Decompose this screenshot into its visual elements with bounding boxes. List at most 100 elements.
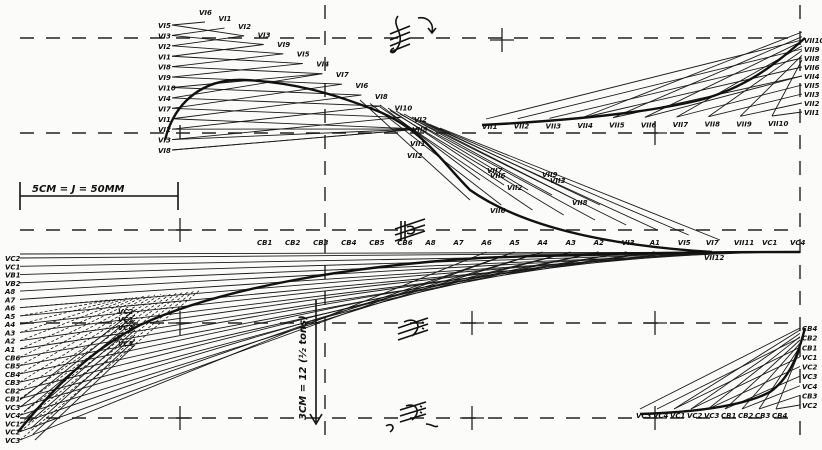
thread-label: CB2 [802, 335, 817, 343]
thread-label: A6 [4, 305, 15, 313]
thread-label: VII10 [768, 120, 788, 128]
viola-clef-icon [394, 218, 426, 242]
thread-line [429, 124, 689, 236]
thread-label: CB4 [341, 239, 356, 247]
thread-line [549, 57, 803, 119]
thread-label: VI7 [158, 105, 171, 113]
thread-label: VII9 [736, 120, 752, 128]
thread-label: VI5 [297, 51, 310, 59]
thread-label: VI3 [158, 137, 171, 145]
thread-line [171, 105, 381, 130]
thread-line [19, 251, 543, 416]
thread-line [771, 111, 803, 117]
thread-label: CB1 [5, 396, 20, 404]
thread-label: VC4 [118, 324, 134, 332]
thread-line [387, 107, 505, 186]
thread-line [19, 298, 122, 325]
thread-label: CB4 [772, 412, 787, 420]
main-envelope-curve [17, 250, 801, 433]
thread-label: VC3 [5, 404, 21, 412]
thread-label: VII6 [490, 207, 506, 215]
thread-label: VII6 [641, 121, 657, 129]
thread-line [171, 21, 206, 26]
thread-label: VC1 [762, 239, 778, 247]
thread-line [19, 295, 150, 366]
thread-label: A7 [4, 296, 15, 304]
thread-line [581, 66, 803, 119]
thread-label: VC1 [802, 354, 818, 362]
thread-line [171, 128, 421, 151]
thread-line [19, 297, 133, 342]
thread-label: VII8 [412, 126, 428, 134]
vertical-scale-label: 3CM = 12 (½ tons) [297, 315, 309, 420]
cross-mark [168, 218, 192, 242]
thread-label: VI8 [158, 64, 171, 72]
thread-line [171, 45, 284, 55]
thread-label: A1 [4, 346, 15, 354]
thread-line [171, 27, 225, 36]
thread-label: CB3 [802, 392, 817, 400]
thread-line [741, 343, 801, 410]
thread-line [171, 83, 342, 109]
thread-line [19, 298, 116, 317]
cross-mark [643, 121, 667, 145]
thread-line [19, 251, 599, 383]
thread-line [771, 59, 803, 117]
thread-line [758, 394, 801, 410]
thread-label: VII8 [572, 199, 588, 207]
thread-label: A4 [537, 239, 548, 247]
thread-label: VII8 [704, 121, 720, 129]
thread-label: CB2 [738, 412, 753, 420]
thread-line [673, 329, 801, 410]
thread-line [708, 50, 803, 118]
thread-line [676, 84, 803, 118]
thread-label: VI3 [158, 32, 171, 40]
thread-label: VI9 [158, 74, 171, 82]
thread-line [19, 251, 767, 275]
thread-label: A8 [424, 239, 435, 247]
cross-mark [168, 406, 192, 430]
thread-line [403, 113, 553, 196]
thread-label: VI10 [394, 104, 412, 112]
thread-label: VC2 [5, 255, 21, 263]
thread-label: CB5 [5, 363, 20, 371]
thread-label: CB3 [755, 412, 770, 420]
thread-line [758, 346, 801, 410]
cross-mark [460, 311, 484, 335]
thread-label: VI10 [158, 85, 176, 93]
thread-line [690, 332, 801, 410]
thread-line [690, 356, 801, 410]
thread-line [19, 251, 487, 441]
thread-label: VI1 [158, 116, 171, 124]
thread-label: CB1 [721, 412, 736, 420]
thread-label: VII11 [734, 239, 754, 247]
thread-label: VC1 [5, 420, 21, 428]
thread-label: VC2 [687, 412, 703, 420]
envelope-curves [17, 37, 807, 433]
thread-line [19, 251, 515, 433]
thread-label: VII4 [804, 73, 820, 81]
thread-label: VII2 [507, 184, 523, 192]
thread-line [395, 110, 529, 191]
thread-label: VC4 [790, 239, 806, 247]
thread-line [19, 251, 599, 375]
thread-label: VC2 [118, 308, 134, 316]
cello-clef-icon [397, 317, 429, 341]
thread-label: VI8 [158, 147, 171, 155]
thread-label: VC3 [704, 412, 720, 420]
thread-line [644, 40, 803, 118]
thread-line [19, 294, 161, 383]
thread-label: CB4 [802, 325, 817, 333]
thread-line [19, 290, 189, 424]
thread-label: VC2 [802, 402, 818, 410]
thread-line [739, 55, 803, 117]
thread-label: VII2 [514, 123, 530, 131]
thread-label: VI9 [277, 41, 290, 49]
cross-mark [643, 311, 667, 335]
thread-label: A3 [4, 329, 15, 337]
thread-line [707, 366, 801, 410]
thread-label: VII8 [804, 55, 820, 63]
thread-label: VI1 [219, 15, 232, 23]
